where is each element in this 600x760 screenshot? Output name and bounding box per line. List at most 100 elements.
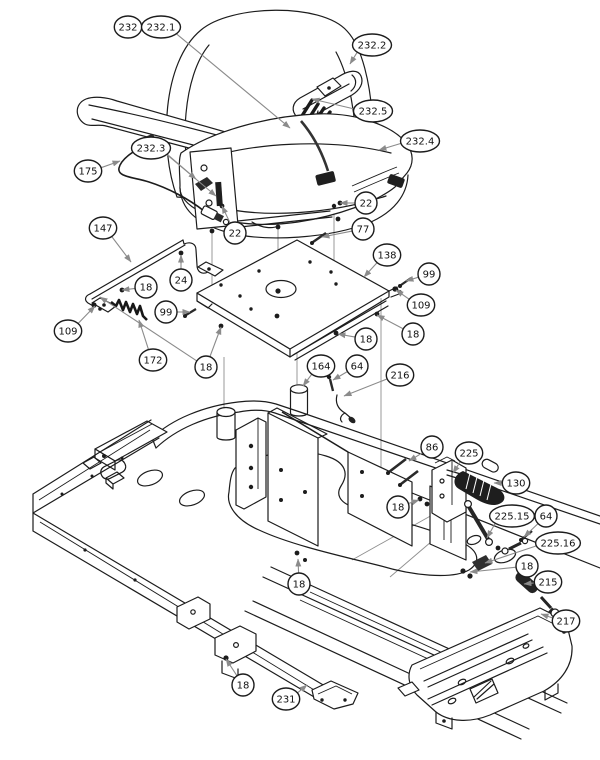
- callout-18: 18: [355, 328, 377, 350]
- callout-bubble: [552, 610, 579, 632]
- callout-22: 22: [224, 222, 246, 244]
- callout-label: 225.15: [495, 512, 530, 523]
- callout-label: 232.1: [147, 23, 176, 34]
- callout-232: 232: [114, 16, 141, 38]
- support-column: [236, 418, 266, 509]
- callout-232.3: 232.3: [132, 137, 171, 159]
- roller-130b: [481, 458, 500, 474]
- callout-215: 215: [534, 571, 561, 593]
- mount-plate: [197, 233, 411, 360]
- callout-64: 64: [346, 355, 368, 377]
- leader-line-232.5: [311, 97, 354, 109]
- callout-label: 22: [360, 199, 373, 210]
- callout-bubble: [142, 16, 181, 38]
- link-225-16: [472, 555, 492, 571]
- callout-24: 24: [170, 269, 192, 291]
- screws-86: [386, 459, 418, 487]
- leader-line-99: [405, 275, 419, 282]
- callout-label: 215: [538, 578, 557, 589]
- callout-label: 86: [426, 443, 439, 454]
- leader-line-217: [540, 614, 553, 620]
- callout-bubble: [352, 218, 374, 240]
- callout-231: 231: [272, 688, 299, 710]
- callout-label: 22: [229, 229, 242, 240]
- callout-label: 217: [556, 617, 575, 628]
- leader-line-232.3: [167, 155, 217, 197]
- callout-label: 18: [140, 283, 153, 294]
- callout-label: 18: [521, 562, 534, 573]
- callout-99: 99: [418, 263, 440, 285]
- callout-label: 225: [459, 449, 478, 460]
- callout-bubble: [307, 355, 334, 377]
- callout-label: 18: [237, 681, 250, 692]
- pin-216: [336, 395, 356, 424]
- callout-77: 77: [352, 218, 374, 240]
- callout-232.1: 232.1: [142, 16, 181, 38]
- leader-line-18: [469, 567, 516, 575]
- callout-label: 109: [58, 327, 77, 338]
- leader-line-175: [101, 161, 121, 168]
- callout-bubble: [354, 100, 393, 122]
- callout-bubble: [346, 355, 368, 377]
- callout-label: 18: [200, 363, 213, 374]
- bolt-64: [326, 374, 333, 391]
- callout-label: 99: [423, 270, 436, 281]
- leader-line-109: [395, 290, 409, 299]
- callout-label: 175: [78, 167, 97, 178]
- callout-bubble: [132, 137, 171, 159]
- callout-bubble: [155, 301, 177, 323]
- callout-18: 18: [195, 356, 217, 378]
- callout-232.4: 232.4: [401, 130, 440, 152]
- leader-line-86: [408, 453, 423, 461]
- leader-line-164: [303, 374, 312, 387]
- spring: [111, 300, 147, 320]
- callout-label: 164: [311, 362, 330, 373]
- callout-bubble: [355, 328, 377, 350]
- callout-bubble: [536, 532, 581, 554]
- callout-bubble: [272, 688, 299, 710]
- leader-line-64: [332, 372, 348, 381]
- callout-bubble: [232, 674, 254, 696]
- callout-label: 109: [411, 301, 430, 312]
- leader-line-18: [99, 297, 197, 361]
- leader-line-232.4: [378, 143, 401, 151]
- seat-assembly: [77, 10, 412, 238]
- leader-line-232.1: [176, 34, 291, 128]
- callout-86: 86: [421, 436, 443, 458]
- callout-22: 22: [355, 192, 377, 214]
- callout-bubble: [407, 294, 434, 316]
- callout-232.5: 232.5: [354, 100, 393, 122]
- cylinder-post: [217, 408, 235, 441]
- callout-138: 138: [373, 244, 400, 266]
- callout-label: 225.16: [541, 539, 576, 550]
- callout-64: 64: [535, 505, 557, 527]
- callout-232.2: 232.2: [353, 34, 392, 56]
- callout-label: 18: [392, 503, 405, 514]
- callout-label: 18: [293, 580, 306, 591]
- callout-109: 109: [54, 320, 81, 342]
- callout-bubble: [502, 472, 529, 494]
- projection-lines: [212, 204, 466, 577]
- callout-label: 232.5: [359, 107, 388, 118]
- callout-147: 147: [89, 217, 116, 239]
- callout-label: 232.3: [137, 144, 166, 155]
- callout-130: 130: [502, 472, 529, 494]
- leader-line-225.15: [487, 523, 495, 539]
- callout-216: 216: [386, 364, 413, 386]
- callout-bubble: [386, 364, 413, 386]
- callout-172: 172: [139, 349, 166, 371]
- leader-line-109: [78, 306, 95, 324]
- callout-225.16: 225.16: [536, 532, 581, 554]
- callout-164: 164: [307, 355, 334, 377]
- callout-label: 232: [118, 23, 137, 34]
- callout-bubble: [195, 356, 217, 378]
- callout-bubble: [418, 263, 440, 285]
- center-panel: [268, 413, 318, 546]
- skid-plate: [312, 681, 358, 709]
- callout-bubble: [54, 320, 81, 342]
- callout-bubble: [402, 323, 424, 345]
- leader-line-225: [453, 462, 460, 474]
- callout-label: 231: [276, 695, 295, 706]
- callout-label: 24: [175, 276, 188, 287]
- joystick-assembly: [386, 444, 505, 522]
